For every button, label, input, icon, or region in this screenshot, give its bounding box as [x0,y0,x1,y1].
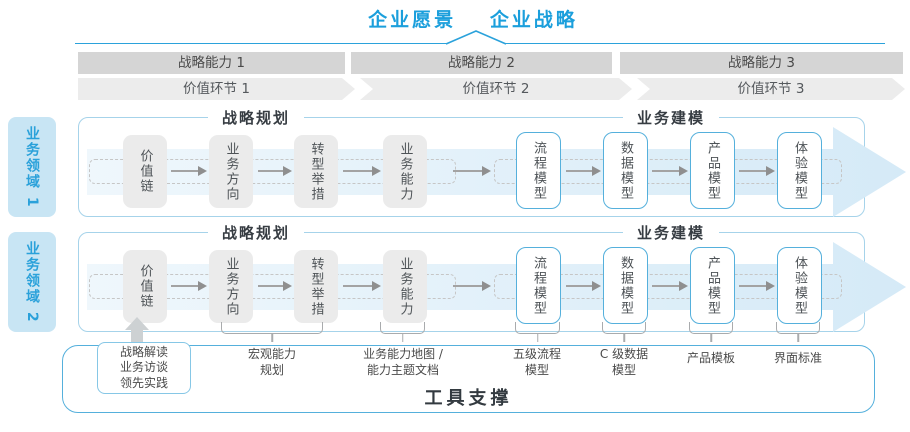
box-process-model: 流程模型 [516,132,561,209]
box-data-model: 数据模型 [603,247,648,324]
capability-bar-1: 战略能力 1 [78,52,345,74]
flow-arrow-icon [652,281,688,291]
annotation-macro-capability: 宏观能力 规划 [247,347,297,377]
dashed-group-modeling [494,274,842,299]
bracket-icon [380,322,425,334]
flow-arrow-icon [258,281,292,291]
bracket-icon [776,322,820,334]
domain-row-2: 战略规划 业务建模 价值链 业务方向 转型举措 业务能力 流程模型 数据模型 产… [78,222,906,332]
box-transformation: 转型举措 [294,135,338,208]
box-transformation: 转型举措 [294,250,338,323]
value-link-chevron-3: 价值环节 3 [637,78,905,100]
flow-arrow-icon [171,166,207,176]
value-link-chevron-1: 价值环节 1 [78,78,355,100]
box-experience-model: 体验模型 [777,132,822,209]
flow-arrow-icon [343,281,381,291]
sidebar-domain-2: 业务领域 2 [8,232,56,332]
vision-title: 企业愿景 [368,9,457,31]
flow-arrow-icon [566,281,601,291]
flow-arrow-icon [171,281,207,291]
flow-arrow-icon [258,166,292,176]
flow-arrow-icon [453,281,491,291]
box-business-capability: 业务能力 [383,135,427,208]
annotation-capability-map: 业务能力地图 / 能力主题文档 [363,347,443,377]
capability-bar-2: 战略能力 2 [351,52,612,74]
section-title-planning: 战略规划 [207,107,305,128]
bracket-icon [689,322,733,334]
box-business-capability: 业务能力 [383,250,427,323]
domain-row-1: 战略规划 业务建模 价值链 业务方向 转型举措 业务能力 流程模型 数据模型 产… [78,107,906,217]
capability-bar-3: 战略能力 3 [620,52,903,74]
annotation-ui-standard: 界面标准 [773,351,823,365]
annotation-data-model: C 级数据 模型 [599,347,649,377]
annotation-process-model: 五级流程 模型 [512,347,562,377]
flow-arrow-icon [739,281,775,291]
bracket-icon [221,322,323,334]
bracket-icon [515,322,560,334]
box-value-chain: 价值链 [123,250,167,323]
bracket-icon [602,322,646,334]
flow-arrow-icon [566,166,601,176]
box-value-chain: 价值链 [123,135,167,208]
flow-arrow-icon [343,166,381,176]
flow-arrow-icon [652,166,688,176]
sidebar-domain-1: 业务领域 1 [8,117,56,217]
value-link-chevron-2: 价值环节 2 [360,78,632,100]
box-data-model: 数据模型 [603,132,648,209]
annotation-product-template: 产品模板 [686,351,736,365]
strategy-title: 企业战略 [489,9,578,31]
up-arrow-shaft [131,329,143,345]
tool-support-panel: 工具支撑 [62,345,875,413]
section-title-modeling: 业务建模 [622,222,720,243]
flow-arrow-icon [739,166,775,176]
box-business-direction: 业务方向 [209,250,253,323]
dashed-group-modeling [494,159,842,184]
tool-support-label: 工具支撑 [424,388,513,409]
flow-arrow-icon [453,166,491,176]
caret-up-icon [445,30,507,45]
box-business-direction: 业务方向 [209,135,253,208]
box-product-model: 产品模型 [690,247,735,324]
annotation-strategy-inputs: 战略解读 业务访谈 领先实践 [97,342,191,394]
section-title-planning: 战略规划 [207,222,305,243]
section-title-modeling: 业务建模 [622,107,720,128]
page-title: 企业愿景 企业战略 [368,5,578,32]
box-process-model: 流程模型 [516,247,561,324]
up-arrow-icon [125,317,149,330]
box-product-model: 产品模型 [690,132,735,209]
box-experience-model: 体验模型 [777,247,822,324]
